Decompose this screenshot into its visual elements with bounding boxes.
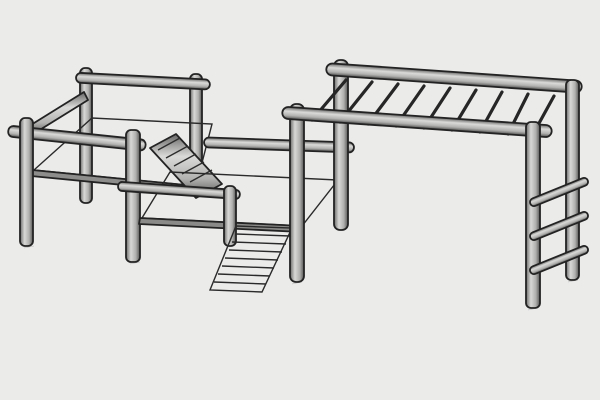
left-tower: [7, 67, 213, 263]
post-right-front: [525, 121, 541, 309]
end-ladder: [529, 176, 589, 276]
center-posts: [289, 59, 349, 283]
post-front-left: [19, 117, 34, 247]
post-center-back: [333, 59, 349, 231]
monkey-bar-rail-back: [325, 62, 583, 94]
stair-treads: [208, 225, 294, 293]
rail-low-front: [117, 181, 241, 200]
front-stairs: [208, 225, 294, 293]
post-center-front: [289, 103, 305, 283]
rail-front-top: [7, 125, 147, 152]
ground-hatching: [23, 245, 579, 311]
monkey-bar-rail-front: [281, 106, 553, 138]
connector-ladder: [149, 133, 223, 199]
rail-mid-back: [203, 136, 355, 154]
post-stair-top: [223, 185, 237, 247]
post-front-middle: [125, 129, 141, 263]
rail-back-top: [75, 72, 211, 91]
monkey-bars: [281, 62, 589, 309]
